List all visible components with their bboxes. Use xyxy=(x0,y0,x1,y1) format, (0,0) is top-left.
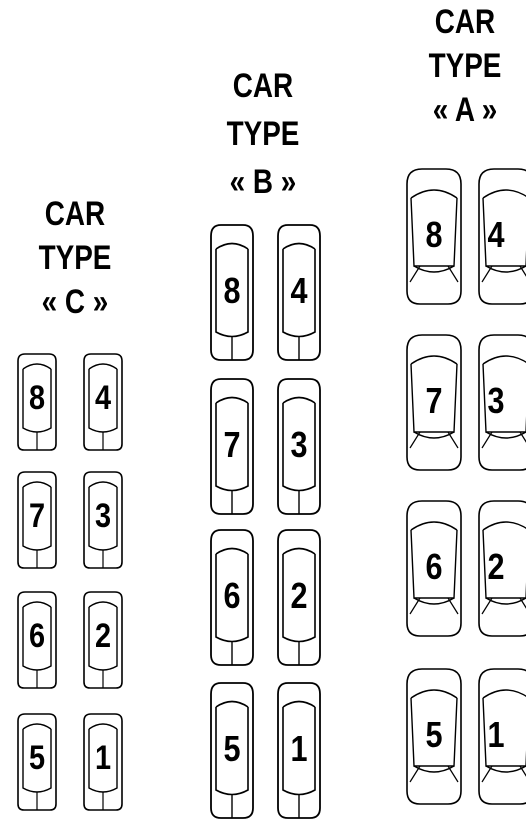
car-number: 7 xyxy=(211,424,254,466)
car-seat-b-6: 6 xyxy=(207,527,257,667)
car-seat-c-2: 2 xyxy=(78,590,128,690)
car-seat-a-5: 5 xyxy=(404,666,464,806)
car-number: 4 xyxy=(471,214,522,256)
car-seat-b-8: 8 xyxy=(207,222,257,362)
title-line-letter: « A » xyxy=(404,88,526,132)
car-number: 7 xyxy=(409,380,460,422)
car-seat-a-6: 6 xyxy=(404,498,464,638)
car-seat-c-3: 3 xyxy=(78,470,128,570)
car-seat-a-2: 2 xyxy=(476,498,526,638)
car-type-b-title: CAR TYPE « B » xyxy=(202,62,325,206)
car-number: 3 xyxy=(471,380,522,422)
car-number: 7 xyxy=(16,496,59,536)
car-number: 3 xyxy=(278,424,321,466)
car-number: 6 xyxy=(211,575,254,617)
car-number: 3 xyxy=(82,496,125,536)
car-seat-b-2: 2 xyxy=(274,527,324,667)
car-seat-c-4: 4 xyxy=(78,352,128,452)
car-number: 2 xyxy=(471,546,522,588)
car-number: 1 xyxy=(82,738,125,778)
car-number: 4 xyxy=(278,270,321,312)
car-number: 2 xyxy=(82,616,125,656)
title-line-car: CAR xyxy=(404,0,526,44)
car-seat-c-7: 7 xyxy=(12,470,62,570)
title-line-letter: « C » xyxy=(14,280,137,324)
car-seat-b-3: 3 xyxy=(274,376,324,516)
car-number: 6 xyxy=(409,546,460,588)
car-number: 5 xyxy=(211,728,254,770)
car-type-a-title: CAR TYPE « A » xyxy=(404,0,526,132)
title-line-car: CAR xyxy=(14,192,137,236)
title-line-type: TYPE xyxy=(404,44,526,88)
car-seat-c-6: 6 xyxy=(12,590,62,690)
car-number: 6 xyxy=(16,616,59,656)
title-line-type: TYPE xyxy=(202,110,325,158)
car-number: 4 xyxy=(82,378,125,418)
car-seat-b-7: 7 xyxy=(207,376,257,516)
car-seat-a-8: 8 xyxy=(404,166,464,306)
car-seat-c-1: 1 xyxy=(78,712,128,812)
car-type-c-title: CAR TYPE « C » xyxy=(14,192,137,324)
car-seat-b-1: 1 xyxy=(274,680,324,820)
car-seat-b-5: 5 xyxy=(207,680,257,820)
car-seat-c-5: 5 xyxy=(12,712,62,812)
car-number: 8 xyxy=(409,214,460,256)
car-seat-a-4: 4 xyxy=(476,166,526,306)
car-seat-a-1: 1 xyxy=(476,666,526,806)
car-number: 8 xyxy=(211,270,254,312)
title-line-letter: « B » xyxy=(202,158,325,206)
car-seat-a-7: 7 xyxy=(404,332,464,472)
car-number: 8 xyxy=(16,378,59,418)
title-line-car: CAR xyxy=(202,62,325,110)
car-seat-c-8: 8 xyxy=(12,352,62,452)
car-number: 2 xyxy=(278,575,321,617)
car-number: 1 xyxy=(278,728,321,770)
title-line-type: TYPE xyxy=(14,236,137,280)
car-seat-b-4: 4 xyxy=(274,222,324,362)
car-seat-a-3: 3 xyxy=(476,332,526,472)
car-number: 1 xyxy=(471,714,522,756)
car-number: 5 xyxy=(16,738,59,778)
car-number: 5 xyxy=(409,714,460,756)
